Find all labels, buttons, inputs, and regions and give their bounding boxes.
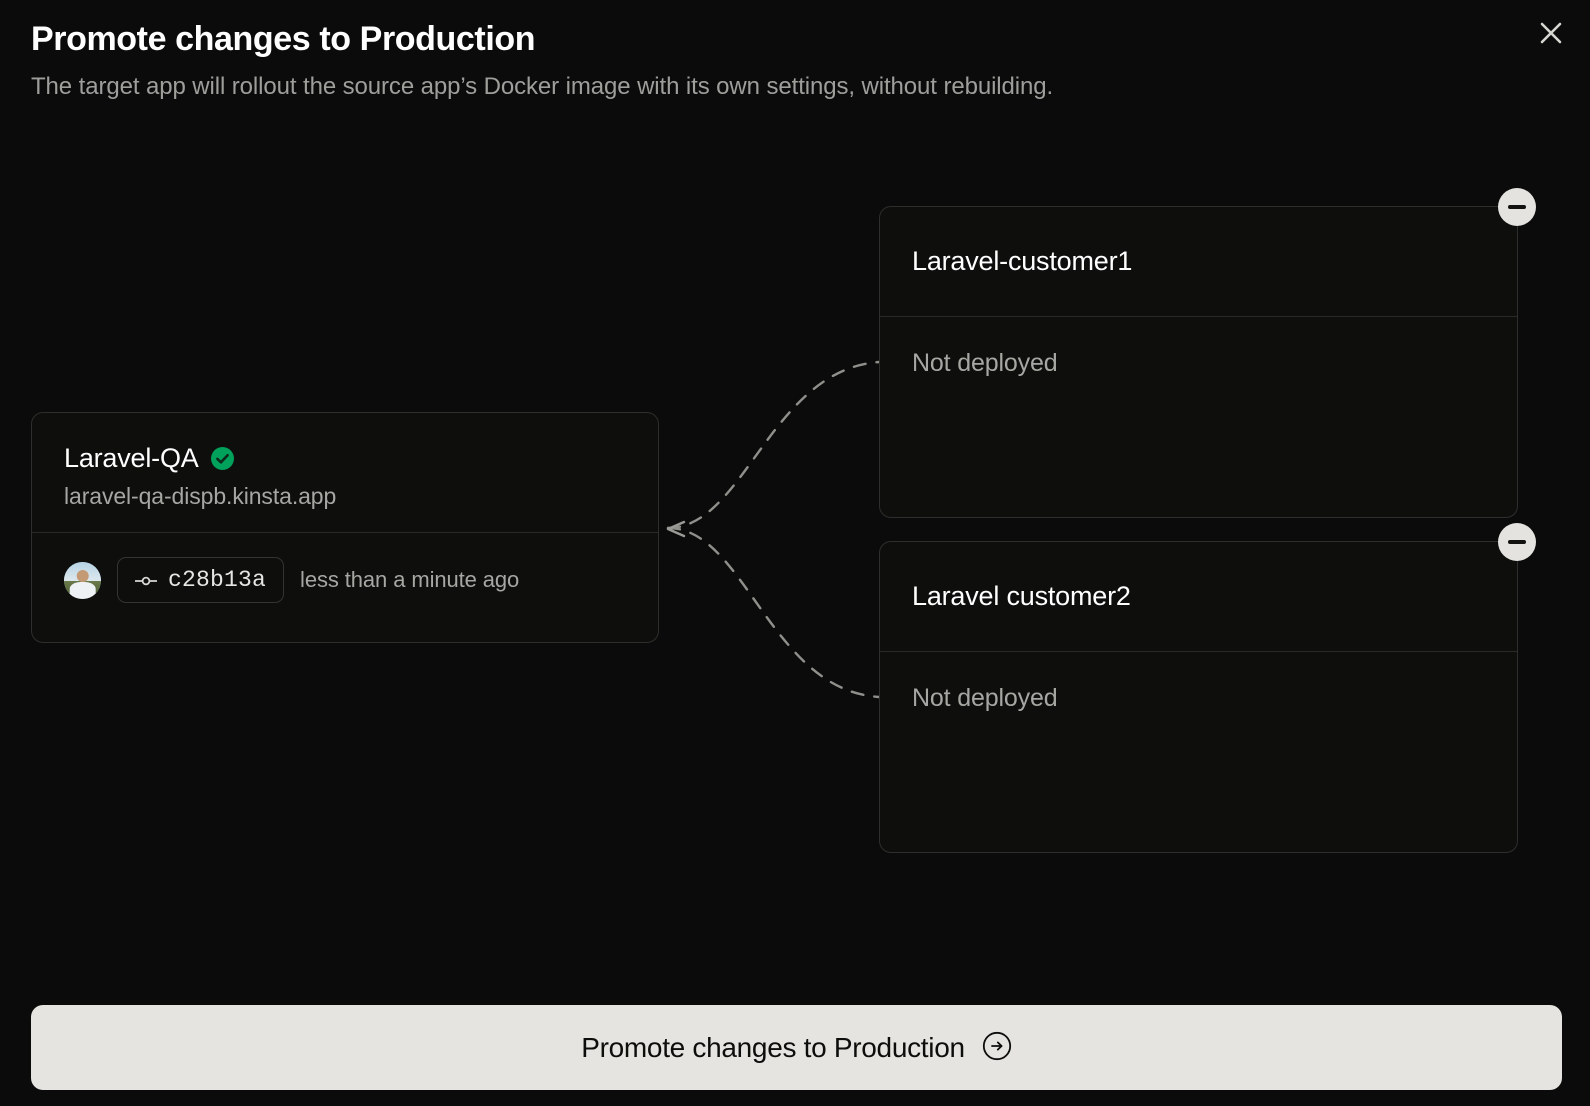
promote-button-label: Promote changes to Production — [581, 1031, 965, 1063]
close-button[interactable] — [1530, 12, 1572, 54]
target-status-1: Not deployed — [912, 349, 1058, 377]
commit-hash-chip[interactable]: c28b13a — [117, 557, 285, 603]
target-app-name-1: Laravel-customer1 — [912, 246, 1133, 276]
promotion-graph-canvas: Laravel-QA laravel-qa-dispb.kinsta.app — [0, 140, 1590, 990]
source-card-divider — [32, 532, 658, 533]
target-status-2: Not deployed — [912, 684, 1058, 712]
close-icon — [1538, 20, 1564, 46]
avatar — [64, 561, 101, 599]
target-app-card-2[interactable]: Laravel customer2 Not deployed — [879, 523, 1536, 853]
source-app-title-row: Laravel-QA — [64, 443, 626, 474]
source-app-commit-row: c28b13a less than a minute ago — [32, 533, 658, 627]
remove-target-button-2[interactable] — [1498, 523, 1536, 561]
verified-check-icon — [210, 447, 234, 470]
remove-target-button-1[interactable] — [1498, 188, 1536, 226]
target-app-card-1[interactable]: Laravel-customer1 Not deployed — [879, 188, 1536, 518]
minus-circle-icon — [1508, 205, 1526, 209]
target-card-divider-1 — [880, 316, 1517, 317]
source-app-name: Laravel-QA — [64, 443, 199, 473]
source-app-domain: laravel-qa-dispb.kinsta.app — [64, 483, 337, 509]
target-app-body-1: Not deployed — [880, 317, 1517, 410]
commit-timestamp: less than a minute ago — [300, 567, 520, 592]
target-app-header-2: Laravel customer2 — [880, 542, 1517, 651]
minus-circle-icon — [1508, 540, 1526, 544]
target-app-header-1: Laravel-customer1 — [880, 207, 1517, 316]
target-app-name-2: Laravel customer2 — [912, 581, 1131, 611]
modal-subtitle: The target app will rollout the source a… — [31, 72, 1054, 100]
source-app-card[interactable]: Laravel-QA laravel-qa-dispb.kinsta.app — [31, 412, 659, 643]
page-title: Promote changes to Production — [31, 20, 536, 58]
target-card-divider-2 — [880, 651, 1517, 652]
arrow-right-circle-icon — [982, 1031, 1012, 1064]
source-app-header: Laravel-QA laravel-qa-dispb.kinsta.app — [32, 413, 658, 532]
promote-changes-button[interactable]: Promote changes to Production — [31, 1005, 1562, 1090]
modal-header: Promote changes to Production The target… — [0, 0, 1590, 101]
target-app-body-2: Not deployed — [880, 652, 1517, 745]
commit-hash: c28b13a — [168, 567, 267, 593]
git-commit-icon — [134, 574, 158, 586]
